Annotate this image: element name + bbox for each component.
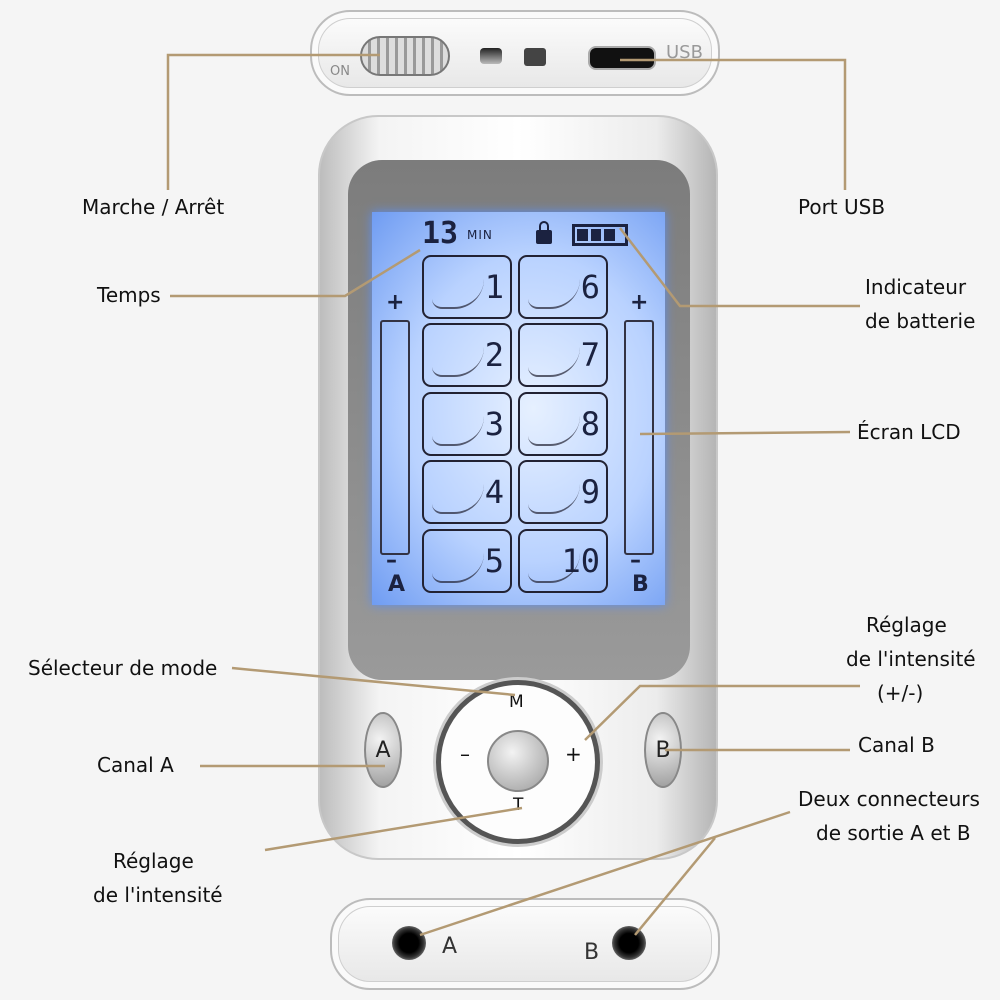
channel-a-plus: + [386,290,405,315]
channel-b-button[interactable]: B [644,712,682,788]
callout-intensity-right-3: (+/-) [877,681,924,705]
power-switch[interactable] [360,36,450,76]
battery-icon [572,224,628,246]
callout-usb: Port USB [798,195,886,219]
output-jack-b[interactable] [612,926,646,960]
callout-intensity-right-1: Réglage [866,613,947,637]
timer-button[interactable]: T [513,795,524,815]
callout-intensity-left-1: Réglage [113,849,194,873]
callout-lcd: Écran LCD [857,420,961,444]
channel-b-label: B [632,572,649,597]
program-tile: 8 [518,392,608,456]
program-tile: 5 [422,529,512,593]
switch-on-label: ON [330,64,350,79]
timer-unit: MIN [467,228,493,242]
indicator-led [524,48,546,66]
minus-button[interactable]: – [460,742,470,766]
channel-b-minus: – [630,548,641,573]
lock-shackle [539,221,549,233]
callout-mode: Sélecteur de mode [28,656,218,680]
plus-button[interactable]: + [565,742,582,766]
usb-label: USB [666,42,703,63]
program-tile: 2 [422,323,512,387]
channel-a-minus: – [386,548,397,573]
callout-power: Marche / Arrêt [82,195,225,219]
program-tile: 10 [518,529,608,593]
callout-intensity-left-2: de l'intensité [93,883,223,907]
program-tile: 7 [518,323,608,387]
callout-battery-line1: Indicateur [865,275,967,299]
mode-button[interactable]: M [509,692,524,712]
callout-channel-a: Canal A [97,753,174,777]
device-bottom-edge: A B [330,898,720,990]
center-button[interactable] [487,730,549,792]
timer-digits: 13 [422,216,459,251]
usb-port[interactable] [588,46,656,70]
callout-time: Temps [97,283,161,307]
indicator-led [480,48,502,64]
channel-a-intensity-bar [380,320,410,555]
program-tile: 3 [422,392,512,456]
output-jack-a[interactable] [392,926,426,960]
callout-battery-line2: de batterie [865,309,976,333]
channel-a-button[interactable]: A [364,712,402,788]
lock-icon [536,230,552,244]
lcd-screen: 13 MIN + – A + – B 1 2 3 4 5 6 7 8 9 10 [372,212,665,605]
callout-intensity-right-2: de l'intensité [846,647,976,671]
program-tile: 6 [518,255,608,319]
program-tile: 4 [422,460,512,524]
program-tile: 1 [422,255,512,319]
channel-a-label: A [388,572,406,597]
device-top-edge: ON USB [310,10,720,96]
jack-b-label: B [584,940,600,965]
program-tile: 9 [518,460,608,524]
callout-channel-b: Canal B [858,733,935,757]
channel-b-intensity-bar [624,320,654,555]
channel-b-plus: + [630,290,649,315]
callout-outputs-1: Deux connecteurs [798,787,980,811]
callout-outputs-2: de sortie A et B [816,821,971,845]
jack-a-label: A [442,934,458,959]
